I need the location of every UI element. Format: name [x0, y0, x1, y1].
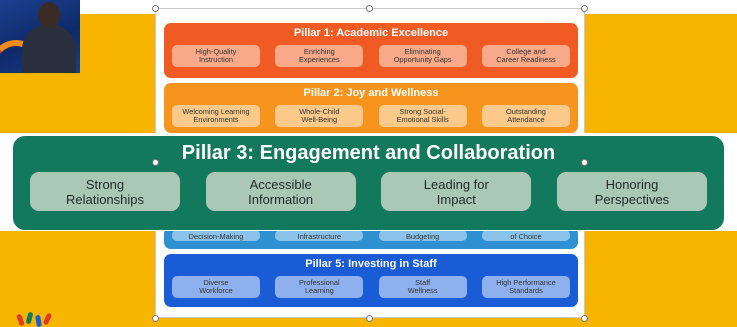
pillar-1-title: Pillar 1: Academic Excellence [293, 27, 449, 39]
pillar-5-title: Pillar 5: Investing in Staff [305, 258, 437, 270]
resize-handle-bottom-middle[interactable] [366, 315, 373, 322]
resize-handle-top-right[interactable] [581, 5, 588, 12]
resize-handle-middle-right[interactable] [581, 159, 588, 166]
resize-handle-top-left[interactable] [152, 5, 159, 12]
pillar-2-title: Pillar 2: Joy and Wellness [303, 87, 439, 99]
pillar-3-title: Pillar 3: Engagement and Collaboration [181, 142, 556, 164]
presenter-body [22, 24, 76, 73]
pillar-2-item: Strong Social-Emotional Skills [378, 105, 467, 127]
confetti-decoration [16, 311, 58, 327]
pillar-3-card[interactable]: Pillar 3: Engagement and Collaboration S… [13, 136, 724, 230]
pillar-4-item: Budgeting [378, 230, 467, 241]
resize-handle-top-middle[interactable] [366, 5, 373, 12]
pillar-2-card: Pillar 2: Joy and Wellness Welcoming Lea… [164, 83, 578, 133]
pillar-4-item: of Choice [481, 230, 570, 241]
resize-handle-bottom-right[interactable] [581, 315, 588, 322]
resize-handle-bottom-left[interactable] [152, 315, 159, 322]
pillar-4-item: Decision-Making [172, 230, 260, 241]
logo-swirl [0, 40, 42, 73]
pillar-4-item: Infrastructure [275, 230, 364, 241]
pillar-4-card: Decision-Making Infrastructure Budgeting… [164, 227, 578, 249]
pillar-1-card: Pillar 1: Academic Excellence High-Quali… [164, 23, 578, 78]
presenter-video-thumbnail [0, 0, 80, 73]
presenter-head [38, 2, 60, 28]
resize-handle-middle-left[interactable] [152, 159, 159, 166]
